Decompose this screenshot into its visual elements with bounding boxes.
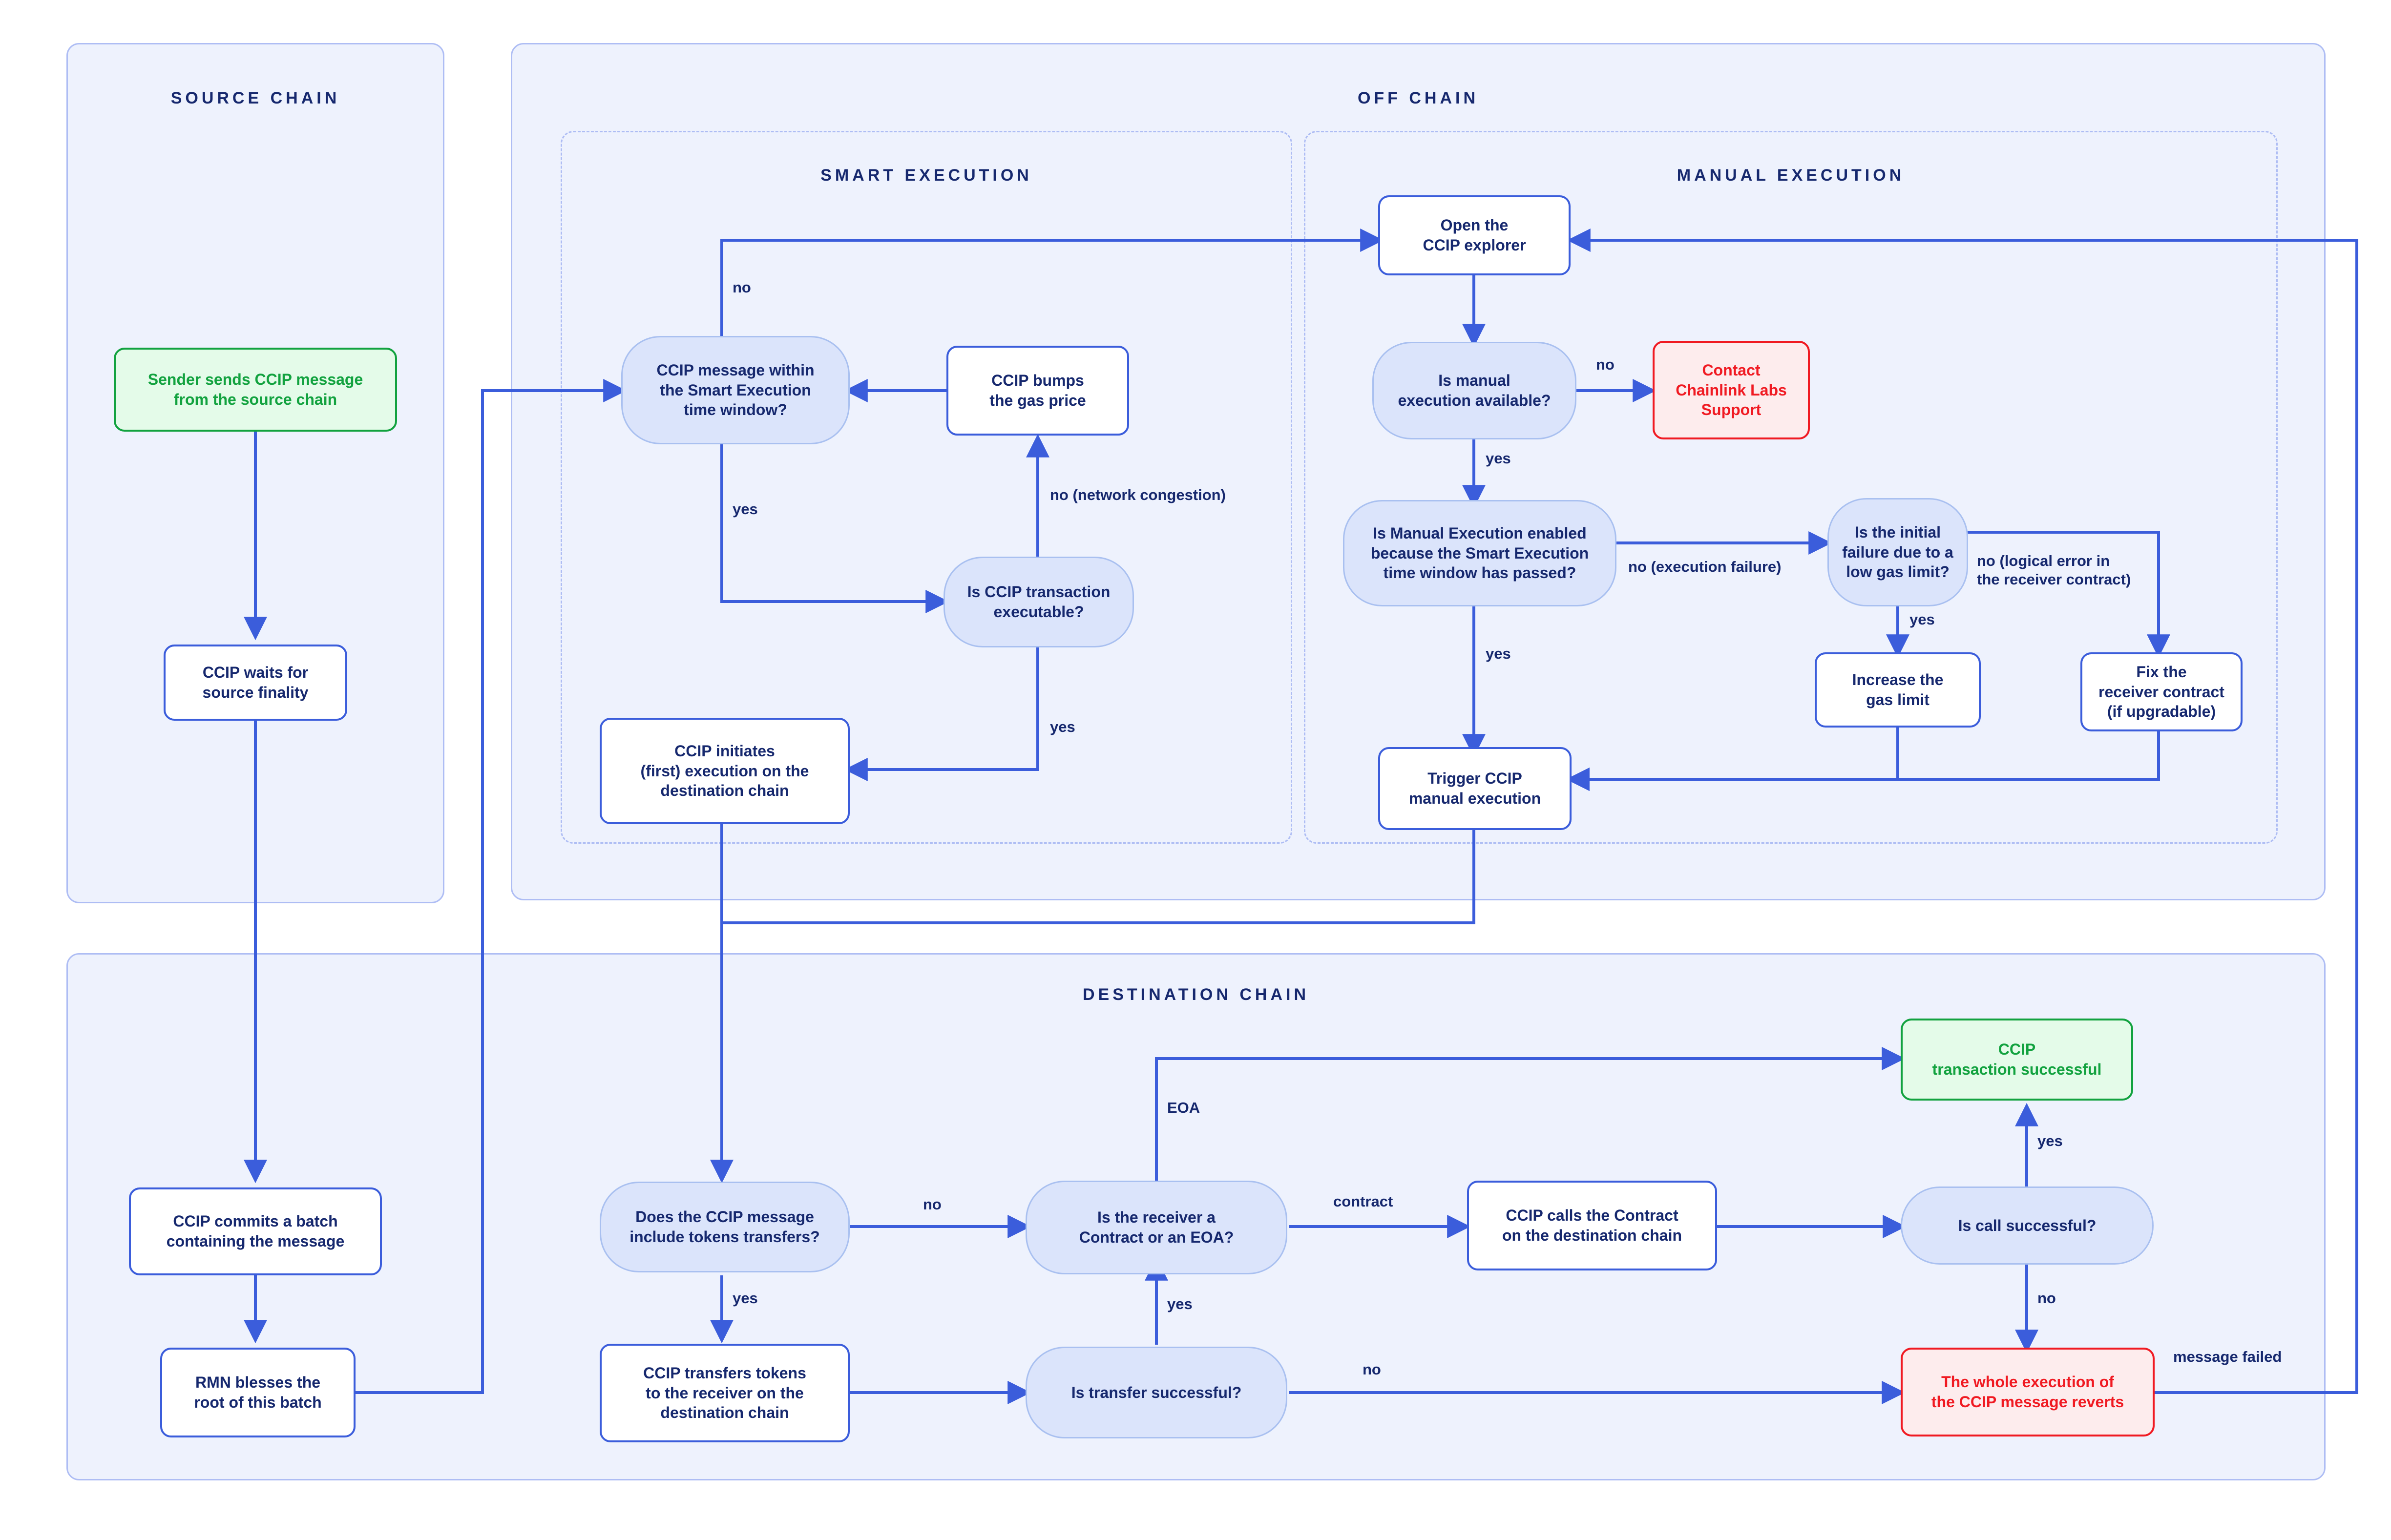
edge-label-contract: contract <box>1333 1193 1393 1210</box>
edge-label-manual-available-yes: yes <box>1486 450 1511 467</box>
edge-label-executable-no-congestion: no (network congestion) <box>1050 486 1226 503</box>
subgroup-smart-execution <box>561 131 1292 844</box>
node-is-transfer-successful[interactable]: Is transfer successful? <box>1026 1347 1287 1438</box>
subgroup-title-smart-execution: SMART EXECUTION <box>820 166 1032 185</box>
edge-label-tokens-yes: yes <box>733 1290 758 1307</box>
edge-label-manual-available-no: no <box>1596 356 1615 373</box>
edge-label-window-yes: yes <box>733 500 758 518</box>
edge-label-executable-yes: yes <box>1050 718 1075 735</box>
edge-label-transfer-yes: yes <box>1167 1295 1193 1312</box>
edge-label-gas-limit-yes: yes <box>1909 611 1935 628</box>
edge-label-call-no: no <box>2037 1290 2056 1307</box>
edge-label-eoa: EOA <box>1167 1099 1200 1116</box>
lane-title-destination-chain: DESTINATION CHAIN <box>1082 985 1310 1004</box>
subgroup-title-manual-execution: MANUAL EXECUTION <box>1677 166 1905 185</box>
edge-label-manual-enabled-yes: yes <box>1486 645 1511 662</box>
lane-title-off-chain: OFF CHAIN <box>1357 89 1479 107</box>
lane-title-source-chain: SOURCE CHAIN <box>170 89 340 107</box>
edge-label-manual-enabled-no: no (execution failure) <box>1628 558 1782 575</box>
edge-label-transfer-no: no <box>1363 1361 1381 1378</box>
edge-label-window-no: no <box>733 279 751 296</box>
edge-label-message-failed: message failed <box>2173 1348 2282 1365</box>
subgroup-manual-execution <box>1304 131 2278 844</box>
edge-label-call-yes: yes <box>2037 1132 2063 1149</box>
node-is-call-successful[interactable]: Is call successful? <box>1901 1186 2154 1265</box>
edge-label-tokens-no: no <box>923 1196 942 1213</box>
